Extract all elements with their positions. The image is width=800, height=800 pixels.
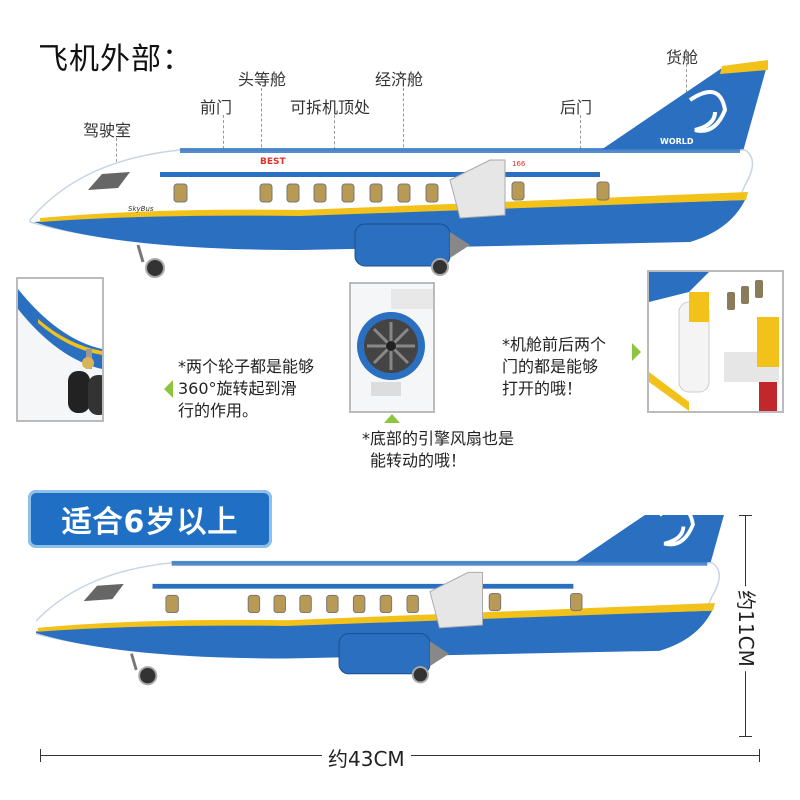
note-line: 门的都是能够 bbox=[502, 357, 599, 376]
plane-number: 166 bbox=[512, 160, 526, 168]
airplane-image-top bbox=[25, 50, 775, 280]
plane-logo-text: BEST bbox=[260, 157, 286, 167]
inset-wheels-image bbox=[16, 277, 104, 422]
age-badge: 适合6岁以上 bbox=[28, 490, 272, 548]
green-arrow-up-icon bbox=[384, 414, 400, 423]
label-front-door: 前门 bbox=[200, 98, 233, 117]
height-label: 约11CM bbox=[732, 586, 762, 671]
note-line: *两个轮子都是能够 bbox=[178, 357, 315, 376]
note-line: 能转动的哦！ bbox=[370, 451, 467, 470]
dimension-tick bbox=[759, 749, 760, 762]
label-cargo: 货舱 bbox=[666, 48, 699, 67]
note-line: 行的作用。 bbox=[178, 401, 259, 420]
page-title: 飞机外部： bbox=[38, 42, 193, 77]
dimension-tick bbox=[739, 515, 752, 516]
nose-text: SkyBus bbox=[128, 205, 154, 213]
note-line: *机舱前后两个 bbox=[502, 335, 607, 354]
leader-line bbox=[334, 115, 335, 155]
label-cockpit: 驾驶室 bbox=[83, 121, 132, 140]
note-line: 360°旋转起到滑 bbox=[178, 379, 297, 398]
length-label: 约43CM bbox=[322, 743, 411, 772]
label-first-class: 头等舱 bbox=[238, 70, 287, 89]
label-rear-door: 后门 bbox=[560, 98, 593, 117]
note-line: 打开的哦！ bbox=[502, 379, 583, 398]
green-arrow-right-icon bbox=[632, 343, 641, 361]
inset-doors-image bbox=[647, 270, 784, 413]
label-removable-roof: 可拆机顶处 bbox=[290, 98, 371, 117]
leader-line bbox=[261, 88, 262, 183]
label-economy: 经济舱 bbox=[375, 70, 424, 89]
note-line: *底部的引擎风扇也是 bbox=[362, 429, 515, 448]
green-arrow-left-icon bbox=[164, 380, 173, 398]
tail-text: WORLD bbox=[660, 137, 694, 146]
dimension-tick bbox=[40, 749, 41, 762]
inset-engine-image bbox=[349, 282, 435, 413]
airplane-image-bottom bbox=[36, 515, 776, 735]
leader-line bbox=[403, 88, 404, 183]
dimension-tick bbox=[739, 736, 752, 737]
